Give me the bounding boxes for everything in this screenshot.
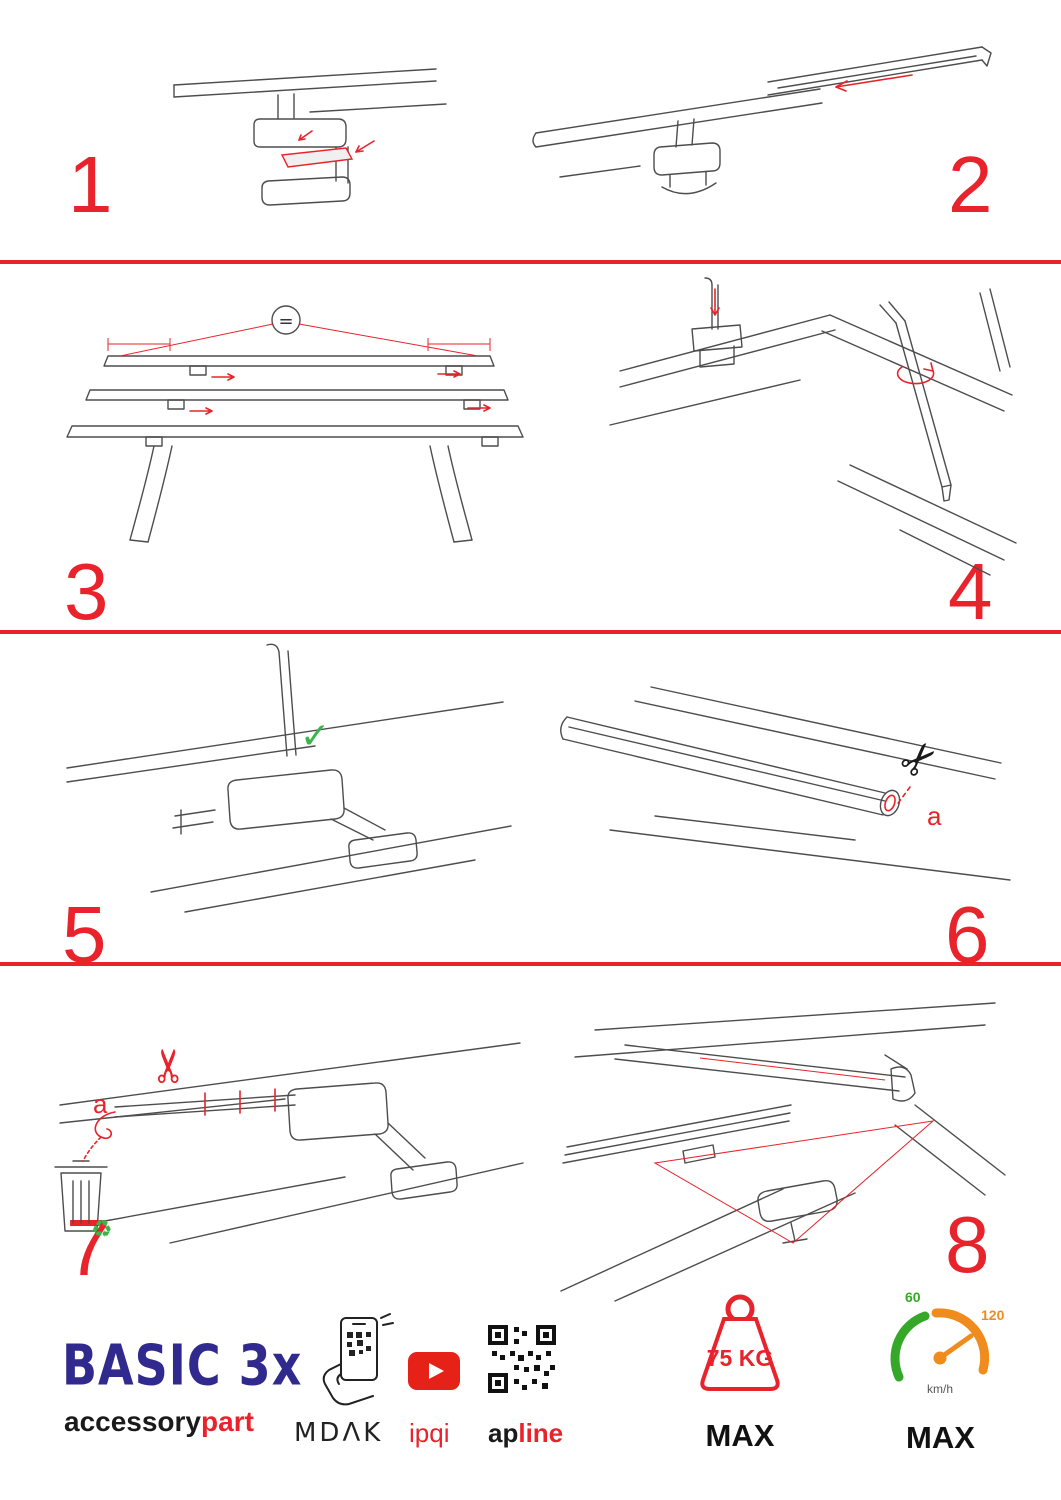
weight-value: 75 KG [707, 1345, 773, 1371]
cut-line [895, 786, 911, 807]
step-6-label-a: a [927, 801, 942, 831]
speed-low-label: 60 [905, 1289, 921, 1305]
step-7-illustration: ✂ a ♻ [45, 985, 525, 1250]
step-2-illustration [520, 25, 1000, 225]
speedometer-icon: 60 120 km/h [890, 1289, 1005, 1396]
separator-1 [0, 260, 1061, 264]
apline-right: line [518, 1418, 564, 1448]
step-6-number: 6 [945, 890, 990, 979]
apline-left: ap [488, 1418, 519, 1448]
logo-ipqi: ipqi [409, 1418, 450, 1448]
brand-wordmark: accessorypart [64, 1406, 254, 1438]
weight-icon: 75 KG [700, 1294, 780, 1391]
scan-phone-icon [315, 1312, 399, 1412]
brand-right: part [201, 1406, 254, 1437]
step-6-illustration: ✂ a [555, 675, 1015, 915]
recycle-icon: ♻ [91, 1215, 113, 1243]
logo-apline: apline [488, 1418, 563, 1449]
step-1-number: 1 [68, 140, 113, 229]
speed-max-label: MAX [906, 1420, 975, 1455]
step-1-illustration [160, 55, 450, 240]
youtube-icon [408, 1352, 460, 1390]
step-3-number: 3 [64, 547, 109, 636]
insert-plate [280, 147, 354, 168]
weight-max-label: MAX [705, 1418, 775, 1453]
scissors-icon: ✂ [889, 729, 951, 791]
equal-spacing-badge: = [278, 311, 293, 332]
max-weight-group: 75 KG MAX [665, 1292, 815, 1454]
separator-3 [0, 962, 1061, 966]
step-5-illustration: ✓ [55, 640, 515, 920]
step-4-illustration [600, 275, 1020, 625]
speed-high-label: 120 [981, 1307, 1005, 1323]
speed-unit-label: km/h [926, 1382, 952, 1396]
step-2-number: 2 [948, 140, 993, 229]
separator-2 [0, 630, 1061, 634]
step-8-number: 8 [945, 1200, 990, 1289]
qr-code [488, 1325, 556, 1393]
brand-left: accessory [64, 1406, 202, 1437]
max-speed-group: 60 120 km/h MAX [868, 1288, 1013, 1456]
step-7-label-a: a [93, 1089, 108, 1119]
scissors-red-icon: ✂ [142, 1046, 196, 1085]
step-3-illustration: = [50, 278, 550, 560]
product-name: BASIC 3x [62, 1332, 303, 1398]
step-5-number: 5 [62, 890, 107, 979]
logo-mdak: MDΛK [294, 1418, 384, 1448]
check-icon: ✓ [300, 716, 330, 757]
step-8-illustration [555, 985, 1015, 1305]
cut-point-marker [884, 794, 896, 812]
